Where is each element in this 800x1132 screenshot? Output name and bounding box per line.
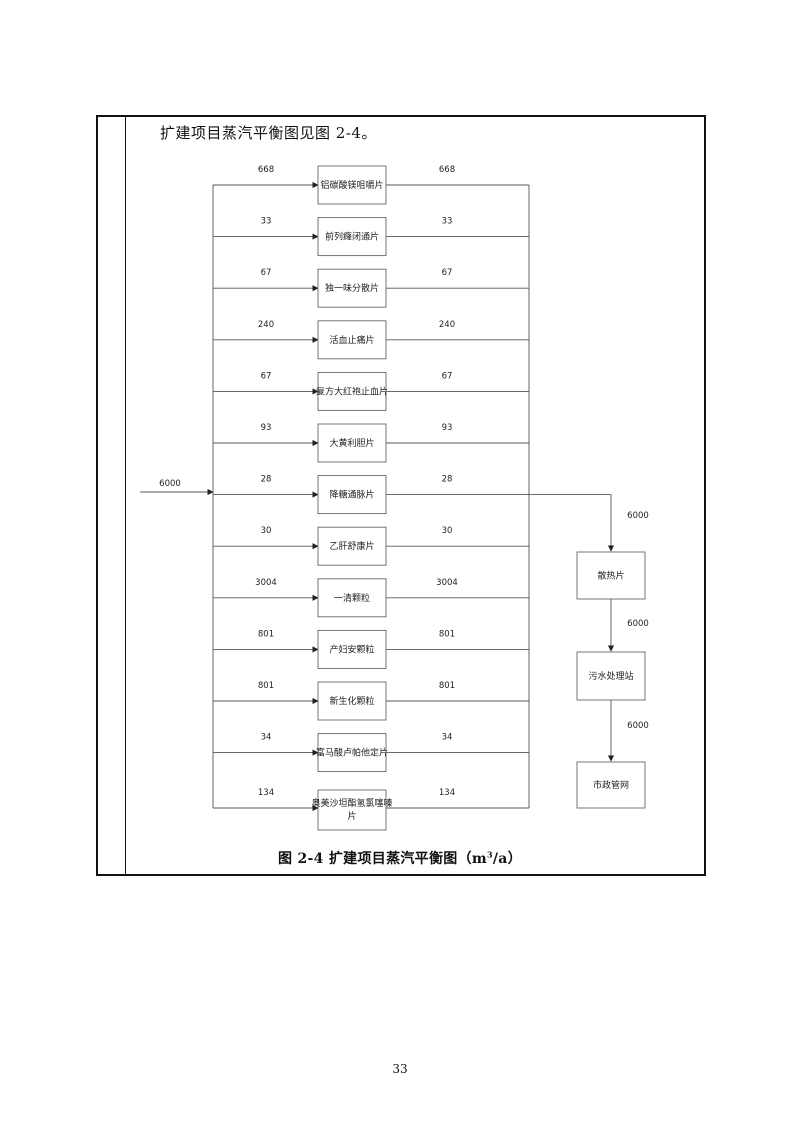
downstream-box-label: 散热片 bbox=[597, 570, 624, 582]
product-inflow-value: 30 bbox=[261, 526, 272, 536]
product-inflow-value: 28 bbox=[261, 475, 272, 485]
input-flow-value: 6000 bbox=[159, 479, 181, 489]
product-box bbox=[317, 789, 387, 831]
product-outflow-value: 801 bbox=[439, 629, 455, 639]
product-box-label: 独一味分散片 bbox=[325, 282, 379, 294]
product-box-label: 奥美沙坦酯氢氯噻嗪 bbox=[311, 797, 392, 809]
product-box bbox=[317, 578, 387, 618]
product-inflow-value: 33 bbox=[261, 217, 272, 227]
product-box-label: 前列癃闭通片 bbox=[325, 231, 379, 243]
product-outflow-value: 3004 bbox=[436, 578, 458, 588]
product-box bbox=[317, 371, 387, 411]
product-box-label: 降糖通脉片 bbox=[329, 489, 374, 501]
product-inflow-value: 240 bbox=[258, 320, 274, 330]
product-box-label: 富马酸卢帕他定片 bbox=[316, 747, 388, 759]
downstream-box bbox=[576, 551, 646, 600]
product-box bbox=[317, 475, 387, 515]
product-outflow-value: 67 bbox=[442, 268, 453, 278]
product-inflow-value: 668 bbox=[258, 165, 274, 175]
product-inflow-value: 3004 bbox=[255, 578, 277, 588]
content-frame bbox=[96, 115, 706, 876]
combined-outflow-line bbox=[529, 494, 615, 552]
product-box bbox=[317, 268, 387, 308]
product-box bbox=[317, 526, 387, 566]
product-box-label: 片 bbox=[347, 810, 356, 822]
product-outflow-value: 30 bbox=[442, 526, 453, 536]
product-outflow-value: 67 bbox=[442, 371, 453, 381]
product-inflow-value: 801 bbox=[258, 681, 274, 691]
product-outflow-value: 28 bbox=[442, 475, 453, 485]
product-box-label: 复方大红袍止血片 bbox=[316, 385, 388, 397]
product-outflow-value: 34 bbox=[442, 733, 453, 743]
product-box-label: 产妇安颗粒 bbox=[329, 643, 374, 655]
product-inflow-value: 67 bbox=[261, 371, 272, 381]
product-box-label: 铝碳酸镁咀嚼片 bbox=[320, 179, 383, 191]
product-box bbox=[317, 320, 387, 360]
product-inflow-value: 801 bbox=[258, 629, 274, 639]
downstream-box-label: 市政管网 bbox=[593, 779, 629, 791]
product-box bbox=[317, 681, 387, 721]
product-outflow-value: 801 bbox=[439, 681, 455, 691]
downstream-flow-value: 6000 bbox=[627, 619, 649, 629]
product-outflow-value: 93 bbox=[442, 423, 453, 433]
product-box bbox=[317, 733, 387, 773]
intro-text: 扩建项目蒸汽平衡图见图 2-4。 bbox=[160, 124, 377, 142]
product-box-label: 活血止痛片 bbox=[329, 334, 374, 346]
product-outflow-value: 240 bbox=[439, 320, 455, 330]
frame-divider bbox=[125, 116, 126, 875]
downstream-flow-value: 6000 bbox=[627, 721, 649, 731]
product-inflow-value: 34 bbox=[261, 733, 272, 743]
downstream-flow-value: 6000 bbox=[627, 511, 649, 521]
product-outflow-value: 134 bbox=[439, 788, 455, 798]
product-outflow-value: 33 bbox=[442, 217, 453, 227]
product-outflow-value: 668 bbox=[439, 165, 455, 175]
product-inflow-value: 67 bbox=[261, 268, 272, 278]
downstream-box bbox=[576, 761, 646, 809]
figure-caption: 图 2-4 扩建项目蒸汽平衡图（m3/a） bbox=[0, 848, 800, 868]
product-box-label: 一清颗粒 bbox=[334, 592, 370, 604]
product-box bbox=[317, 165, 387, 205]
product-inflow-value: 93 bbox=[261, 423, 272, 433]
product-box bbox=[317, 423, 387, 463]
product-box-label: 乙肝舒康片 bbox=[329, 540, 374, 552]
product-inflow-value: 134 bbox=[258, 788, 274, 798]
caption-prefix: 图 2-4 扩建项目蒸汽平衡图（m bbox=[278, 851, 487, 867]
product-box bbox=[317, 217, 387, 257]
caption-suffix: /a） bbox=[492, 851, 522, 867]
product-box-label: 新生化颗粒 bbox=[329, 695, 374, 707]
downstream-box-label: 污水处理站 bbox=[588, 670, 633, 682]
downstream-box bbox=[576, 651, 646, 701]
product-box-label: 大黄利胆片 bbox=[329, 437, 374, 449]
caption-superscript: 3 bbox=[487, 849, 493, 860]
product-box bbox=[317, 629, 387, 669]
page-number: 33 bbox=[392, 1062, 408, 1076]
